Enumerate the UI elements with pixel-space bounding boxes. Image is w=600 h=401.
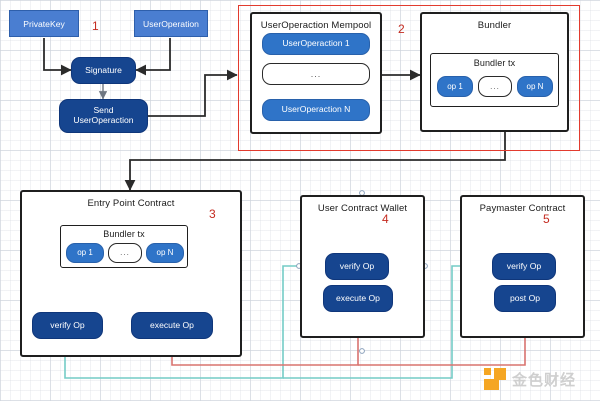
- node-paymaster-post-op[interactable]: post Op: [494, 285, 556, 312]
- entrypoint-bundler-tx-title: Bundler tx: [103, 229, 145, 239]
- node-bundler-op-ellipsis: ...: [478, 76, 512, 97]
- step-number-3: 3: [209, 207, 216, 221]
- step-number-1: 1: [92, 19, 99, 33]
- wire-send-to-mempool: [148, 69, 238, 117]
- step-number-2: 2: [398, 22, 405, 36]
- bundler-title: Bundler: [477, 20, 512, 31]
- mempool-title: UserOperaction Mempool: [260, 20, 372, 31]
- node-private-key[interactable]: PrivateKey: [9, 10, 79, 37]
- node-user-operation[interactable]: UserOperation: [134, 10, 208, 37]
- node-entrypoint-op-1[interactable]: op 1: [66, 243, 104, 263]
- jinse-logo-icon: [484, 368, 506, 390]
- node-entrypoint-op-n[interactable]: op N: [146, 243, 184, 263]
- watermark-text: 金色财经: [512, 370, 577, 389]
- node-bundler-op-n[interactable]: op N: [517, 76, 553, 97]
- entry-point-title: Entry Point Contract: [87, 198, 175, 209]
- watermark: 金色财经: [484, 368, 576, 390]
- stage2-red-boundary: [238, 5, 580, 151]
- container-paymaster-contract: Paymaster Contract: [460, 195, 585, 338]
- wire-bundler-to-entrypoint: [124, 132, 506, 191]
- user-contract-wallet-title: User Contract Wallet: [317, 203, 408, 214]
- wire-useroperation-to-signature: [135, 38, 171, 76]
- node-mempool-op-ellipsis: ...: [262, 63, 370, 85]
- node-send-user-operation[interactable]: Send UserOperaction: [59, 99, 148, 133]
- node-entrypoint-execute-op[interactable]: execute Op: [131, 312, 213, 339]
- node-bundler-op-1[interactable]: op 1: [437, 76, 473, 97]
- step-number-5: 5: [543, 212, 550, 226]
- node-entrypoint-verify-op[interactable]: verify Op: [32, 312, 103, 339]
- node-wallet-verify-op[interactable]: verify Op: [325, 253, 389, 280]
- node-mempool-op-n[interactable]: UserOperaction N: [262, 99, 370, 121]
- node-entrypoint-op-ellipsis: ...: [108, 243, 142, 263]
- send-label-line1: Send: [93, 105, 114, 116]
- node-signature[interactable]: Signature: [71, 57, 136, 84]
- step-number-4: 4: [382, 212, 389, 226]
- wire-privatekey-to-signature: [43, 38, 72, 76]
- paymaster-contract-title: Paymaster Contract: [479, 203, 566, 214]
- node-paymaster-verify-op[interactable]: verify Op: [492, 253, 556, 280]
- send-label-line2: UserOperaction: [73, 115, 134, 125]
- node-mempool-op-1[interactable]: UserOperaction 1: [262, 33, 370, 55]
- node-wallet-execute-op[interactable]: execute Op: [323, 285, 393, 312]
- bundler-tx-title: Bundler tx: [473, 58, 516, 68]
- anchor-handle: [359, 348, 365, 354]
